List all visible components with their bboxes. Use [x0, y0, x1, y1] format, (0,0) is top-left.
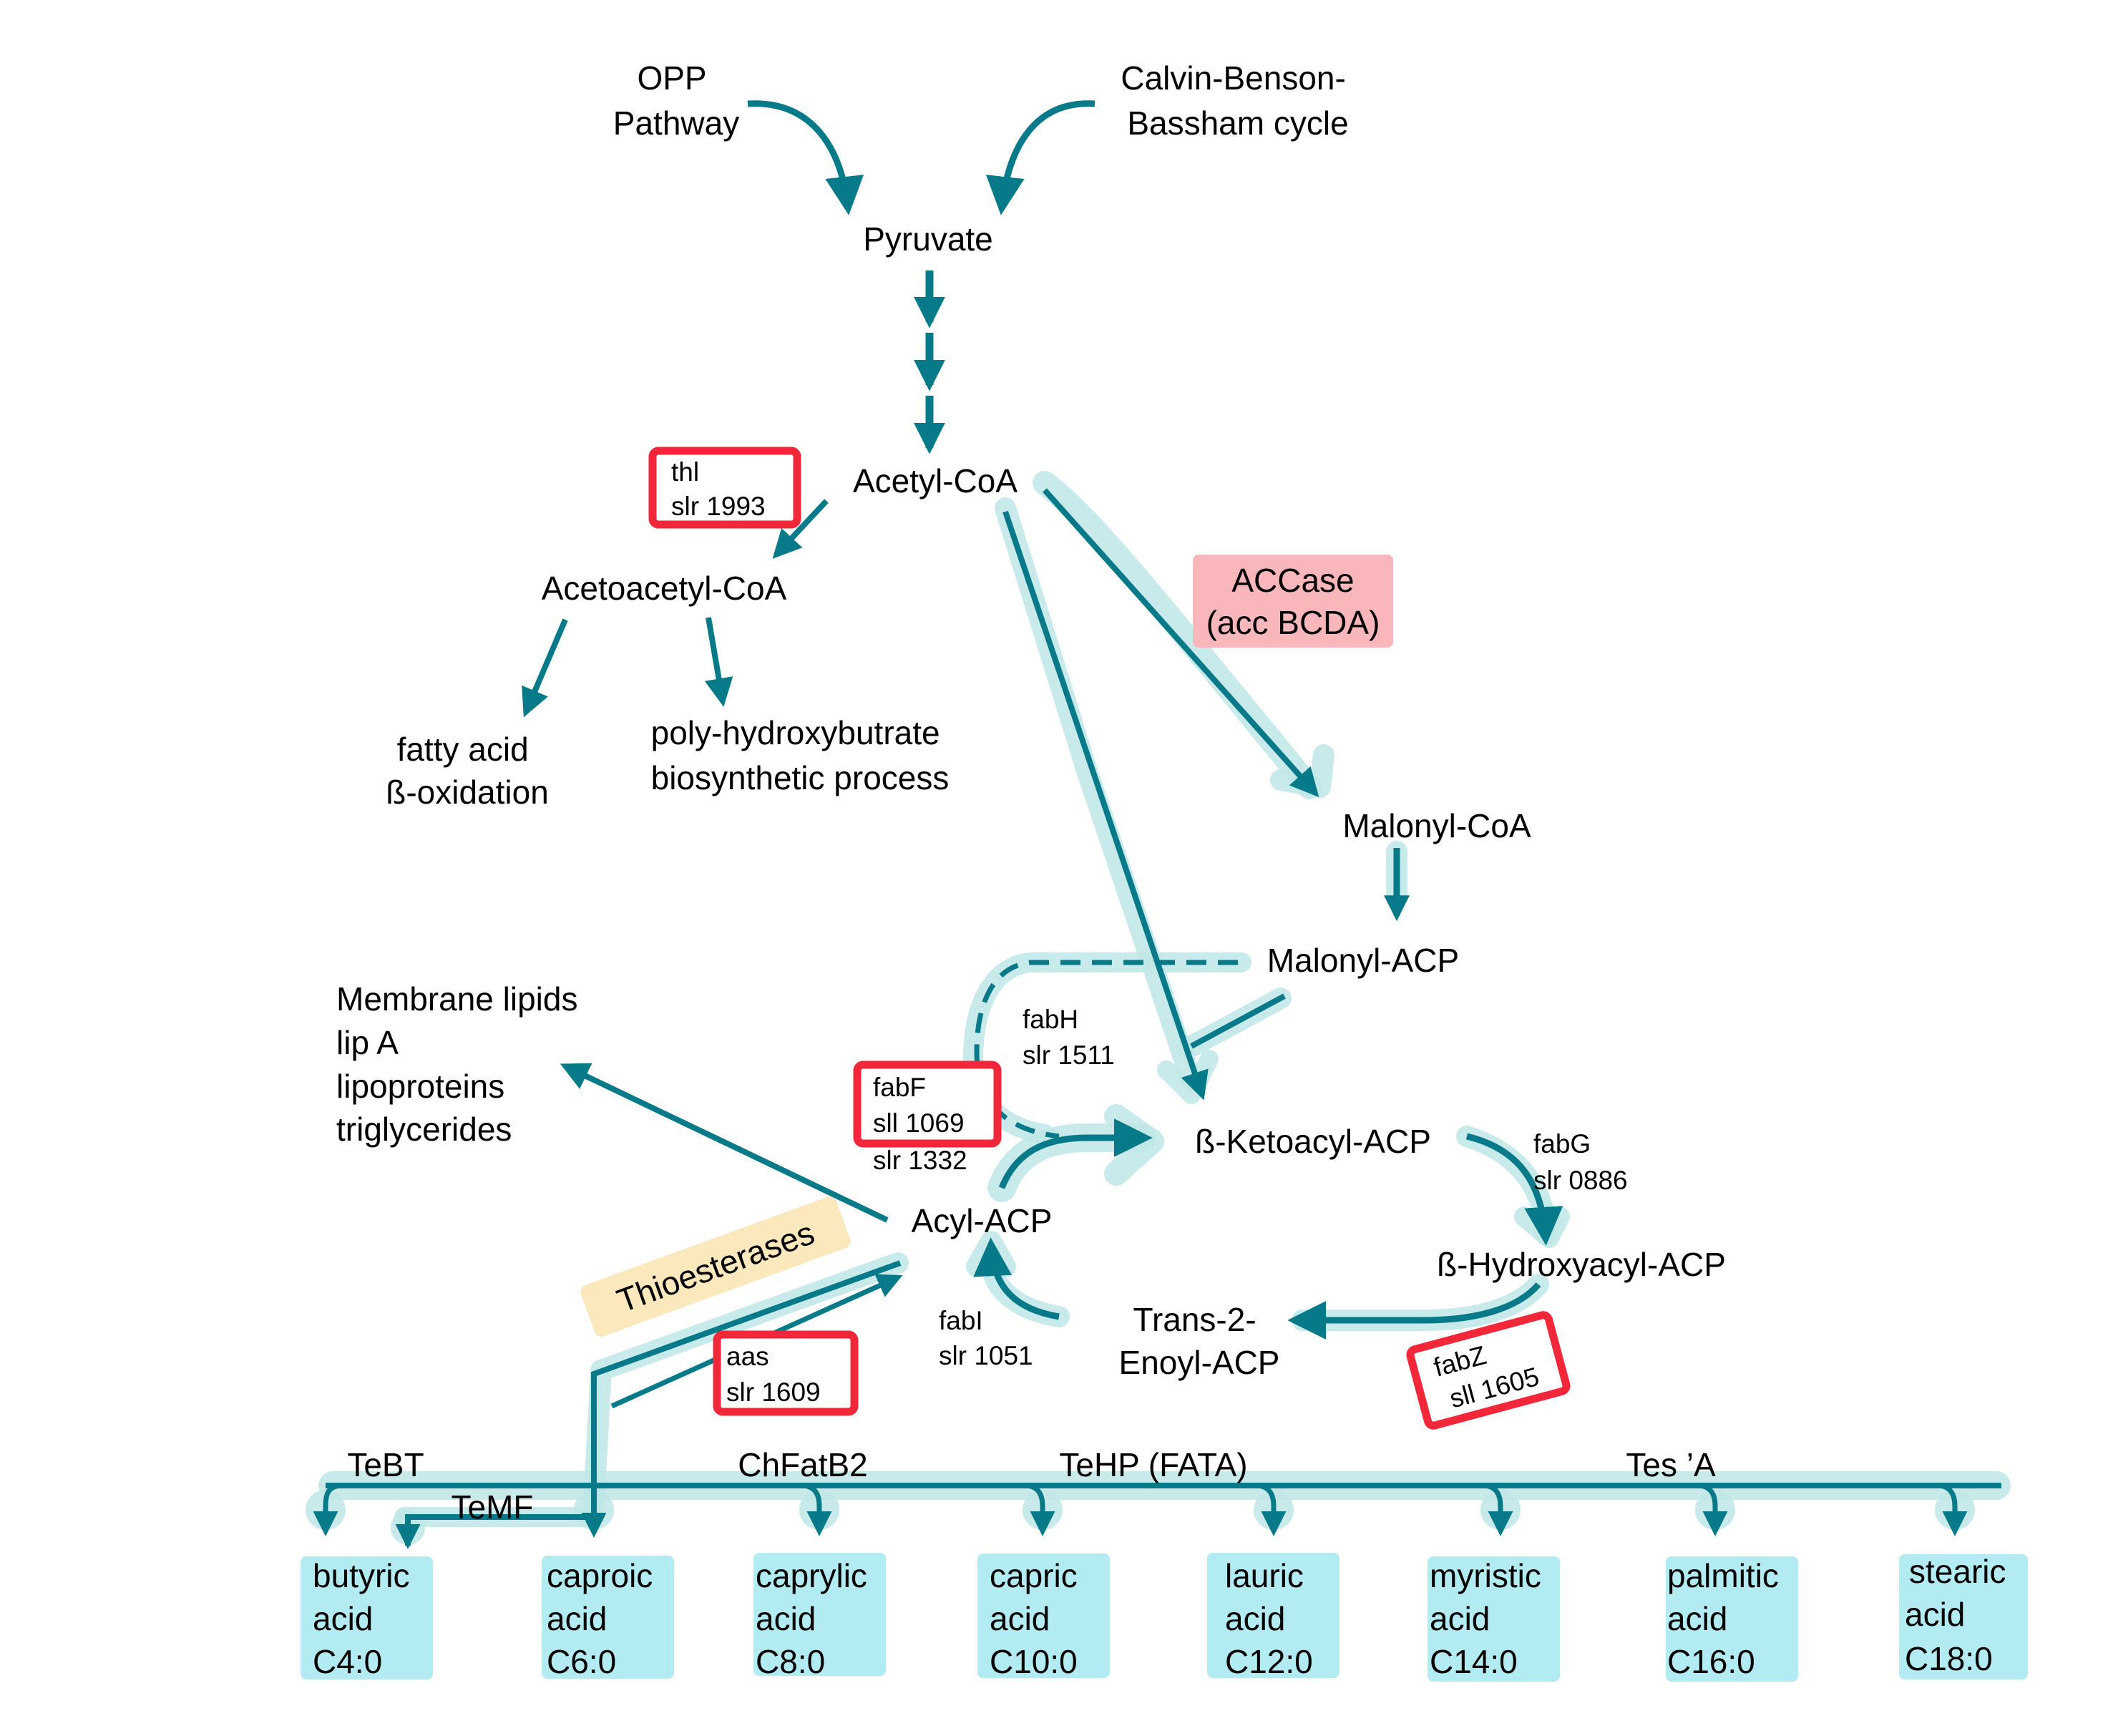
metabolite-hydroxyacyl-acp: ß-Hydroxyacyl-ACP: [1437, 1246, 1726, 1283]
source-calvin-cycle: Calvin-Benson- Bassham cycle: [1121, 59, 1355, 142]
thioesterase-TesA: Tes ’A: [1626, 1446, 1716, 1483]
arrow-hydroxyacyl-to-enoyl: [1287, 1282, 1541, 1340]
arrow-acetylcoa-to-malonylcoa: [1043, 488, 1319, 797]
phb-biosynthesis: poly-hydroxybutrate biosynthetic process: [651, 714, 950, 796]
arrow-calvin-to-pyruvate: [985, 100, 1095, 215]
metabolite-acetyl-coa: Acetyl-CoA: [853, 462, 1018, 499]
thioesterase-TeBT: TeBT: [347, 1446, 424, 1483]
arrow-opp-to-pyruvate: [747, 100, 864, 215]
enzyme-fabH: fabH slr 1511: [1023, 1005, 1115, 1070]
metabolite-malonyl-coa: Malonyl-CoA: [1342, 807, 1531, 844]
arrow-acetylcoa-to-ketoacyl: [1002, 510, 1209, 1101]
svg-text:ACCase(acc BCDA): ACCase(acc BCDA): [1206, 562, 1380, 641]
enzyme-fabI: fabI slr 1051: [939, 1306, 1033, 1370]
fatty-acid-beta-oxidation: fatty acid ß-oxidation: [386, 731, 549, 811]
edge-fabH-dashed: [974, 960, 1238, 1139]
arrow-layer: [313, 100, 2001, 1549]
membrane-lipid-products: Membrane lipids lip A lipoproteins trigl…: [336, 980, 587, 1148]
arrow-to-phb: [704, 617, 733, 707]
enzyme-fabG: fabG slr 0886: [1533, 1129, 1628, 1195]
arrow-acetylcoa-to-acetoacetylcoa: [772, 499, 829, 559]
arrow-enoyl-to-acyl: [973, 1237, 1060, 1320]
arrow-ketoacyl-to-hydroxyacyl: [1465, 1133, 1563, 1246]
metabolite-acyl-acp: Acyl-ACP: [912, 1202, 1053, 1239]
thioesterase-ChFatB2: ChFatB2: [738, 1446, 868, 1483]
enzyme-accase-box: ACCase(acc BCDA): [1193, 555, 1393, 648]
metabolite-ketoacyl-acp: ß-Ketoacyl-ACP: [1195, 1123, 1431, 1160]
metabolite-acetoacetyl-coa: Acetoacetyl-CoA: [542, 570, 787, 607]
arrow-acyl-to-membrane: [560, 1063, 889, 1223]
arrow-to-fatty-acid-oxidation: [522, 618, 568, 718]
acid-drop-arrows: [313, 1483, 1968, 1549]
arrow-acyl-to-ketoacyl: [998, 1118, 1153, 1189]
enzyme-fabZ-box: fabZsll 1605: [1406, 1311, 1571, 1430]
metabolite-trans-2-enoyl-acp: Trans-2- Enoyl-ACP: [1119, 1301, 1280, 1381]
source-opp: OPP Pathway: [613, 59, 739, 142]
thioesterase-TeHP: TeHP (FATA): [1059, 1446, 1247, 1483]
thioesterase-TeMF: TeMF: [452, 1488, 534, 1526]
edge-malonylacp-join: [1190, 993, 1286, 1049]
metabolite-pyruvate: Pyruvate: [863, 220, 993, 258]
metabolite-malonyl-acp: Malonyl-ACP: [1267, 942, 1459, 979]
enzyme-fabF-slr1332: slr 1332: [873, 1146, 967, 1175]
